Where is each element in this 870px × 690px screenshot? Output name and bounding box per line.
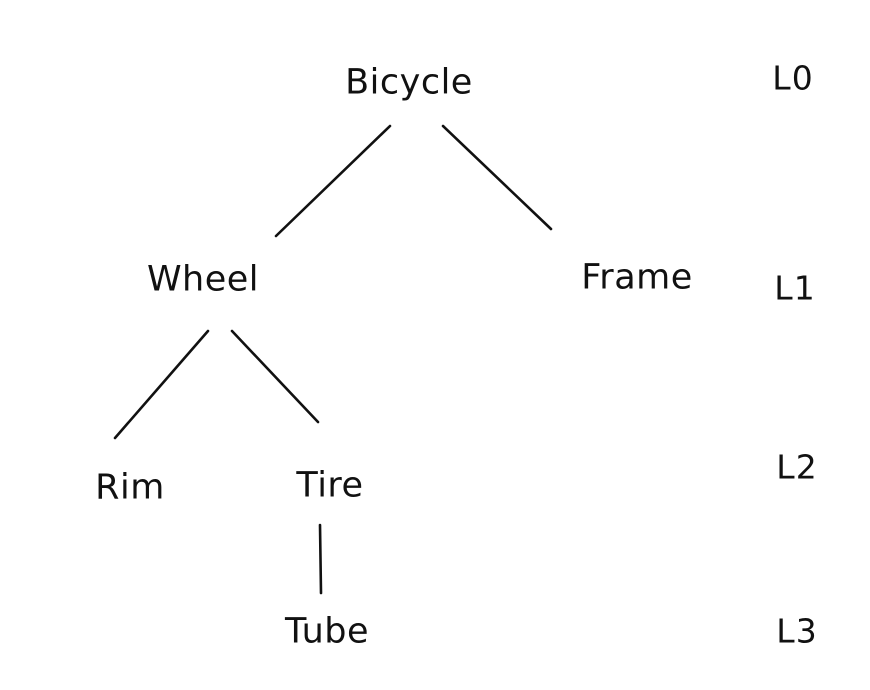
- level-label-l2: L2: [776, 447, 818, 487]
- edge-wheel-to-tire: [230, 329, 320, 424]
- edge-wheel-to-rim: [113, 329, 210, 440]
- node-frame[interactable]: Frame: [581, 257, 693, 298]
- node-bicycle[interactable]: Bicycle: [345, 62, 473, 103]
- level-label-l3: L3: [776, 611, 818, 651]
- level-label-l1: L1: [774, 268, 816, 308]
- node-rim[interactable]: Rim: [95, 467, 165, 508]
- node-tube[interactable]: Tube: [285, 611, 369, 652]
- level-label-l0: L0: [772, 58, 814, 98]
- edge-bicycle-to-frame: [441, 124, 553, 231]
- node-wheel[interactable]: Wheel: [146, 259, 260, 300]
- edge-tire-to-tube: [318, 523, 323, 595]
- edge-bicycle-to-wheel: [274, 124, 392, 238]
- node-tire[interactable]: Tire: [296, 465, 364, 506]
